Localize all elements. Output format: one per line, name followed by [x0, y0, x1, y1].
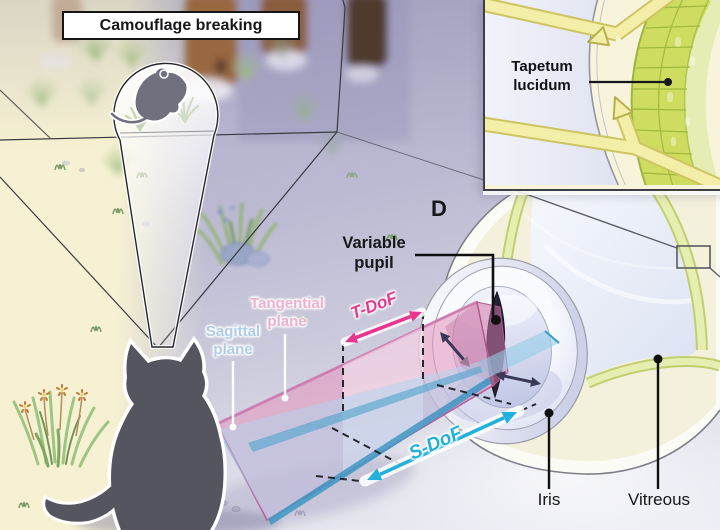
- variable-pupil-connector: [415, 253, 495, 317]
- iris-label: Iris: [537, 490, 561, 509]
- roi-box: [676, 245, 711, 269]
- light-ray-arrows: [485, 0, 720, 185]
- pupil-extent-arrows: [440, 332, 541, 387]
- s-dof-dash-near: [331, 427, 401, 465]
- reflected-ray-arrowhead: [587, 26, 610, 47]
- rock: [39, 54, 71, 70]
- grass-and-rocks-cluster: [196, 202, 278, 267]
- tangential-line2: plane: [267, 313, 307, 330]
- rock: [246, 251, 270, 267]
- sagittal-plane: [218, 330, 560, 525]
- tangential-line1: Tangential: [250, 295, 324, 312]
- tangential-plane-label: Tangential plane: [239, 295, 335, 331]
- rock: [346, 66, 378, 82]
- roi-connector-line: [709, 267, 720, 278]
- tapetum-lucidum-label: Tapetum lucidum: [493, 57, 591, 95]
- sagittal-line2: plane: [213, 341, 253, 358]
- rock: [266, 50, 306, 70]
- tree-trunk: [347, 0, 387, 66]
- flowers: [19, 384, 88, 413]
- tapetum-label-line2: lucidum: [513, 77, 571, 94]
- s-dof-dash-left: [315, 475, 361, 482]
- iris-dot: [544, 408, 554, 418]
- flower-stems: [24, 391, 83, 441]
- variable-pupil-line1: Variable: [342, 234, 406, 252]
- label-connectors: [229, 253, 663, 489]
- vitreous-highlight: [543, 243, 697, 305]
- s-dof-arrow: [359, 405, 525, 487]
- variable-pupil-label: Variable pupil: [327, 233, 421, 273]
- sagittal-plane-label: Sagittal plane: [194, 323, 272, 359]
- cell-highlights: [667, 37, 695, 146]
- tapetum-inset-drawing: [485, 0, 720, 185]
- t-dof-arrow: [340, 307, 427, 347]
- sagittal-dot: [229, 423, 237, 431]
- reflected-ray-arrowhead: [612, 96, 634, 121]
- mouse-ear: [159, 69, 169, 79]
- s-dof-dash-far: [436, 384, 512, 405]
- trunk-knot: [215, 58, 227, 74]
- mouse-silhouette: [112, 69, 187, 123]
- vitreous-dot: [653, 354, 663, 364]
- panel-letter-d: D: [431, 196, 447, 221]
- roi-connector-line: [491, 181, 678, 249]
- variable-pupil-line2: pupil: [354, 254, 394, 272]
- vitreous-label: Vitreous: [627, 490, 691, 509]
- tapetum-inset-panel: Tapetum lucidum: [483, 0, 720, 191]
- tapetum-label-line1: Tapetum: [511, 58, 573, 75]
- variable-pupil-dot: [491, 315, 501, 325]
- sagittal-line1: Sagittal: [205, 323, 261, 340]
- camouflage-breaking-label: Camouflage breaking: [62, 11, 300, 40]
- foreground-grass: [12, 384, 110, 468]
- tangential-dot: [281, 394, 289, 402]
- tapetum-dot: [664, 78, 672, 86]
